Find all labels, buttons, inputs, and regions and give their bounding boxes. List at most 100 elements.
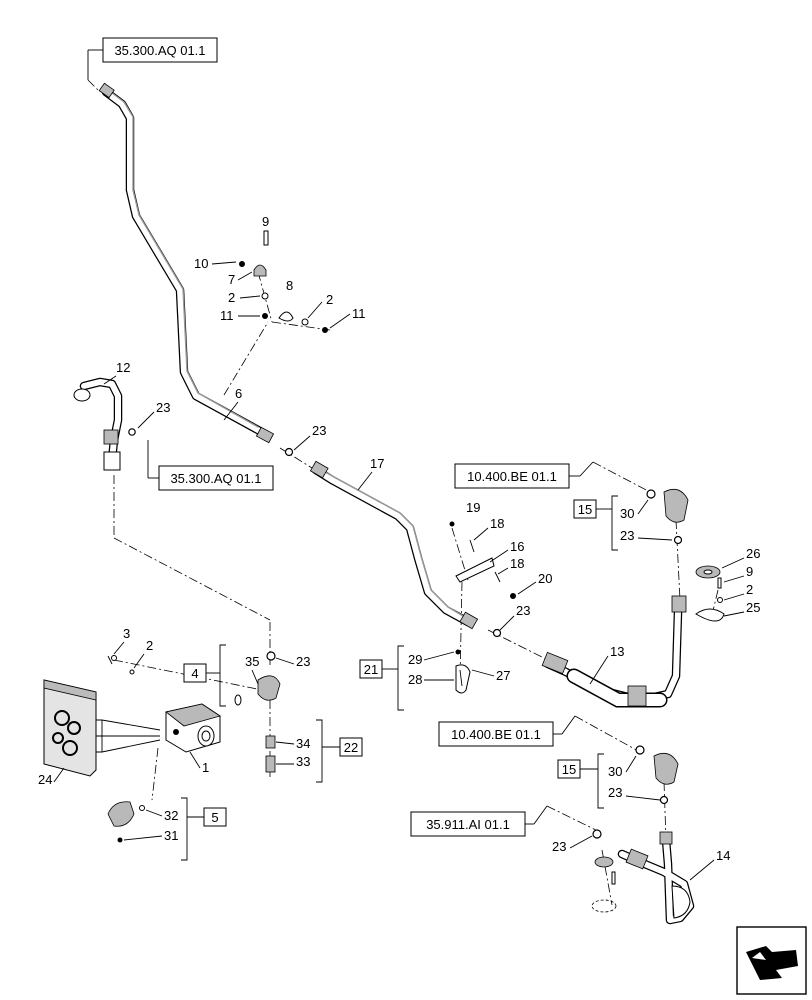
o-ring-23-icon [659,795,669,805]
callouts: 9 10 7 8 2 2 11 11 12 6 23 23 17 19 18 1… [38,214,760,881]
callout-23f: 23 [608,785,622,800]
callout-19: 19 [466,500,480,515]
callout-2c: 2 [746,582,753,597]
callout-23a: 23 [156,400,170,415]
callout-14: 14 [716,848,730,863]
nut-10-icon [239,261,245,267]
elbow-fitting-31[interactable] [107,801,145,843]
callout-11b: 11 [352,306,366,321]
tube-6[interactable] [98,82,294,457]
callout-12: 12 [116,360,130,375]
callout-32: 32 [164,808,178,823]
callout-23g: 23 [552,839,566,854]
callout-28: 28 [408,672,422,687]
tube-17[interactable] [309,460,502,638]
callout-34: 34 [296,736,310,751]
callout-23b: 23 [312,423,326,438]
assembly-lines [87,79,719,906]
callout-2a: 2 [228,290,235,305]
svg-text:35.300.AQ 01.1: 35.300.AQ 01.1 [170,471,261,486]
clamp-8-icon [278,311,294,322]
callout-11a: 11 [220,308,234,323]
elbow-fitting-35[interactable] [234,651,281,706]
o-ring-23-icon [128,428,136,436]
clamp-25 [695,565,725,622]
callout-18b: 18 [510,556,524,571]
fitting-group-22 [265,735,276,773]
svg-text:15: 15 [578,502,592,517]
callout-30a: 30 [620,506,634,521]
callout-10: 10 [194,256,208,271]
callout-27: 27 [496,668,510,683]
fitting-12[interactable] [73,377,136,471]
bolt-9-icon [263,230,269,246]
callout-20: 20 [538,571,552,586]
svg-text:10.400.BE 01.1: 10.400.BE 01.1 [467,469,557,484]
reference-10-400-be-lower[interactable]: 10.400.BE 01.1 [438,715,576,747]
washer-2-icon [261,292,269,300]
o-ring-23-icon [673,535,683,545]
callout-23e: 23 [296,654,310,669]
valve-block-1[interactable] [165,703,221,753]
washer-2b-icon [301,318,309,326]
callout-7: 7 [228,272,235,287]
callout-29: 29 [408,652,422,667]
callout-17: 17 [370,456,384,471]
bracket-hardware [449,521,516,599]
hose-13[interactable] [541,595,687,708]
arrow-navigation-icon[interactable] [736,926,807,995]
svg-text:21: 21 [364,662,378,677]
svg-text:35.911.AI 01.1: 35.911.AI 01.1 [426,817,510,832]
o-ring-23-icon [492,628,502,638]
callout-2b: 2 [326,292,333,307]
callout-13: 13 [610,644,624,659]
svg-text:4: 4 [191,666,198,681]
elbow-fitting-15-upper[interactable] [646,488,689,545]
tube-14[interactable] [591,829,695,925]
clamp-hardware [239,230,328,333]
callout-9a: 9 [262,214,269,229]
nut-11b-icon [322,327,328,333]
reference-35-300-aq-top[interactable]: 35.300.AQ 01.1 [87,37,218,80]
group-15-lower[interactable]: 15 [557,753,604,809]
callout-24: 24 [38,772,52,787]
callout-16: 16 [510,539,524,554]
clamp-7-icon [253,264,267,277]
svg-text:35.300.AQ 01.1: 35.300.AQ 01.1 [114,43,205,58]
callout-3: 3 [123,626,130,641]
callout-23d: 23 [620,528,634,543]
group-5[interactable]: 5 [181,797,227,861]
svg-text:5: 5 [211,810,218,825]
group-15-upper[interactable]: 15 [573,495,618,551]
seal-kit-bag-icon [43,679,161,777]
callout-18a: 18 [490,516,504,531]
bolt-3-washer-2 [107,655,135,675]
callout-23c: 23 [516,603,530,618]
callout-2d: 2 [146,638,153,653]
callout-25: 25 [746,600,760,615]
svg-text:22: 22 [344,740,358,755]
o-ring-23-icon [284,447,294,457]
callout-9b: 9 [746,564,753,579]
bracket-16-icon [455,557,495,583]
callout-6: 6 [235,386,242,401]
callout-30b: 30 [608,764,622,779]
svg-text:10.400.BE 01.1: 10.400.BE 01.1 [451,727,541,742]
o-ring-23-icon [592,829,602,839]
group-22[interactable]: 22 [316,719,363,783]
reference-10-400-be-upper[interactable]: 10.400.BE 01.1 [454,461,594,489]
reference-35-300-aq-mid[interactable]: 35.300.AQ 01.1 [147,440,274,491]
elbow-fitting-15-lower[interactable] [635,745,679,805]
callout-31: 31 [164,828,178,843]
reference-35-911-ai[interactable]: 35.911.AI 01.1 [410,805,548,837]
callout-8: 8 [286,278,293,293]
clamp-27 [455,649,471,694]
callout-35: 35 [245,654,259,669]
group-21[interactable]: 21 [359,645,404,711]
callout-1: 1 [202,760,209,775]
svg-text:15: 15 [562,762,576,777]
callout-33: 33 [296,754,310,769]
callout-26: 26 [746,546,760,561]
group-4[interactable]: 4 [183,644,226,707]
